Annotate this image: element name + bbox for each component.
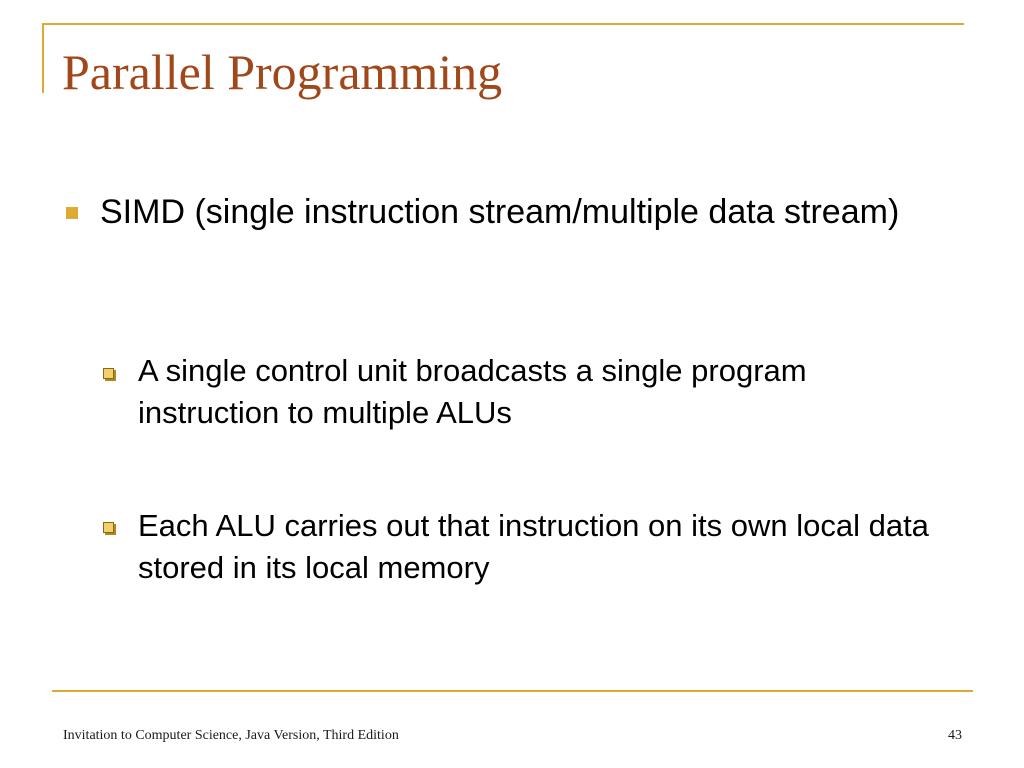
shadowed-box-icon [103,522,114,533]
sub-bullet-alu-local-data: Each ALU carries out that instruction on… [138,508,929,585]
sub-bullet-control-unit: A single control unit broadcasts a singl… [138,353,807,430]
title-frame-top-line [42,23,964,25]
filled-square-icon [66,207,78,219]
footer-book-title: Invitation to Computer Science, Java Ver… [63,728,399,743]
shadowed-box-icon [103,368,114,379]
title-frame-left-line [42,23,44,93]
slide-title: Parallel Programming [62,44,503,100]
bullet-simd: SIMD (single instruction stream/multiple… [100,193,900,231]
footer-divider [52,690,973,692]
page-number: 43 [948,728,962,743]
